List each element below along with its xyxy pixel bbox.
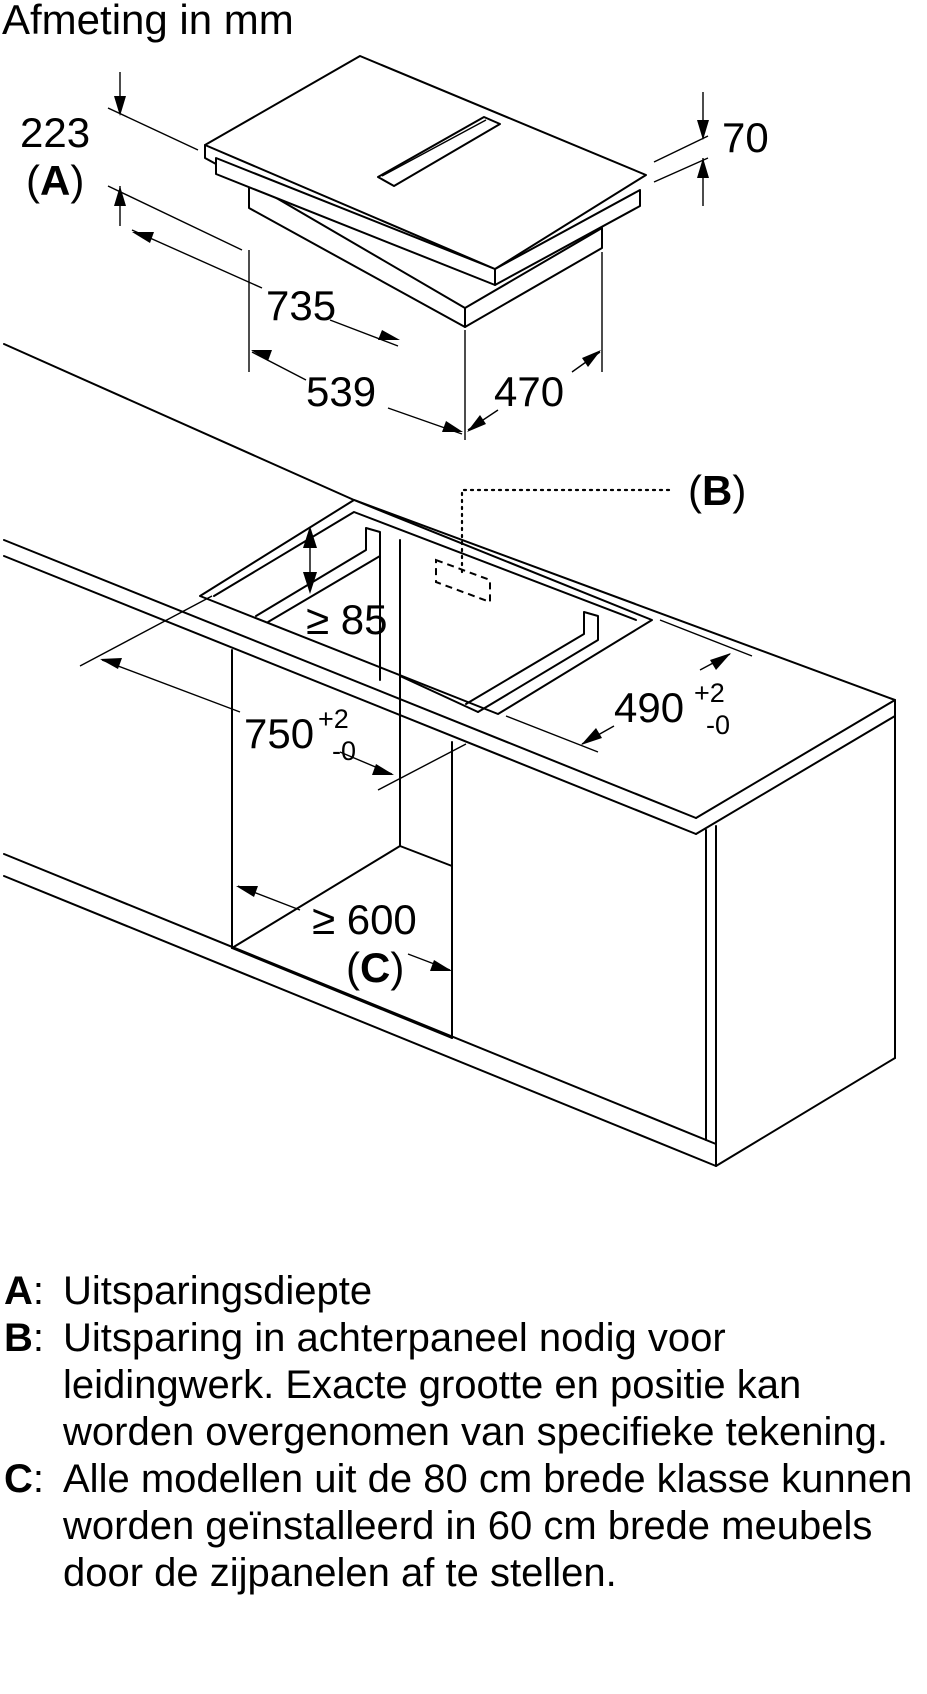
hob-height: 70 [722, 114, 769, 161]
legend-text-a: Uitsparingsdiepte [63, 1269, 373, 1313]
cabinet [3, 649, 896, 1167]
cabinet-width: ≥ 600 [312, 896, 417, 943]
extractor-slot [377, 116, 501, 187]
cutout-width-tol-plus: +2 [318, 704, 349, 734]
depth-letter: A [40, 157, 70, 204]
legend: A: Uitsparingsdiepte B: Uitsparing in ac… [4, 1268, 924, 1597]
dimension-hob-base: 539 470 [248, 250, 603, 440]
svg-text:490: 490 [614, 684, 684, 731]
min-distance: ≥ 85 [306, 596, 387, 643]
legend-item-b: B: Uitsparing in achterpaneel nodig voor… [4, 1315, 924, 1456]
legend-text-b: Uitsparing in achterpaneel nodig voor le… [63, 1316, 888, 1454]
svg-text:(A): (A) [26, 157, 84, 204]
cutout-width-tol-minus: -0 [332, 736, 356, 766]
dimension-cabinet-width: ≥ 600 (C) [236, 885, 452, 991]
legend-item-c: C: Alle modellen uit de 80 cm brede klas… [4, 1456, 924, 1597]
cooktop [204, 55, 647, 328]
cutout-depth: 490 [614, 684, 684, 731]
cabinet-letter: C [360, 944, 390, 991]
worktop-cutout [199, 499, 653, 715]
hob-width: 735 [266, 282, 336, 329]
diagram-title: Afmeting in mm [2, 0, 294, 43]
dimension-hob-width: 735 [131, 229, 400, 347]
depth-value: 223 [20, 109, 90, 156]
cutout-depth-tol-plus: +2 [694, 678, 725, 708]
dimension-cutout-depth: 490 +2 -0 [505, 619, 753, 753]
dimension-min-distance: ≥ 85 [303, 526, 387, 643]
rear-cutout-letter: B [702, 467, 732, 514]
legend-key-c: C [4, 1457, 33, 1501]
svg-text:(B): (B) [688, 467, 746, 514]
svg-text:750: 750 [244, 710, 314, 757]
dimension-cutout-width: 750 +2 -0 [79, 595, 467, 791]
legend-text-c: Alle modellen uit de 80 cm brede klasse … [63, 1457, 913, 1595]
dimension-depth-a: 223 (A) [20, 72, 243, 251]
legend-item-a: A: Uitsparingsdiepte [4, 1268, 924, 1315]
installation-diagram: Afmeting in mm 223 (A) 735 [2, 0, 896, 1167]
worktop [3, 343, 896, 835]
dimension-hob-height: 70 [653, 92, 769, 206]
legend-key-b: B [4, 1316, 33, 1360]
cutout-width: 750 [244, 710, 314, 757]
cutout-depth-tol-minus: -0 [706, 710, 730, 740]
hob-inner-width: 539 [306, 368, 376, 415]
legend-key-a: A [4, 1269, 33, 1313]
rear-cutout-b: (B) [435, 467, 746, 604]
hob-inner-depth: 470 [494, 368, 564, 415]
svg-text:(C): (C) [346, 944, 404, 991]
